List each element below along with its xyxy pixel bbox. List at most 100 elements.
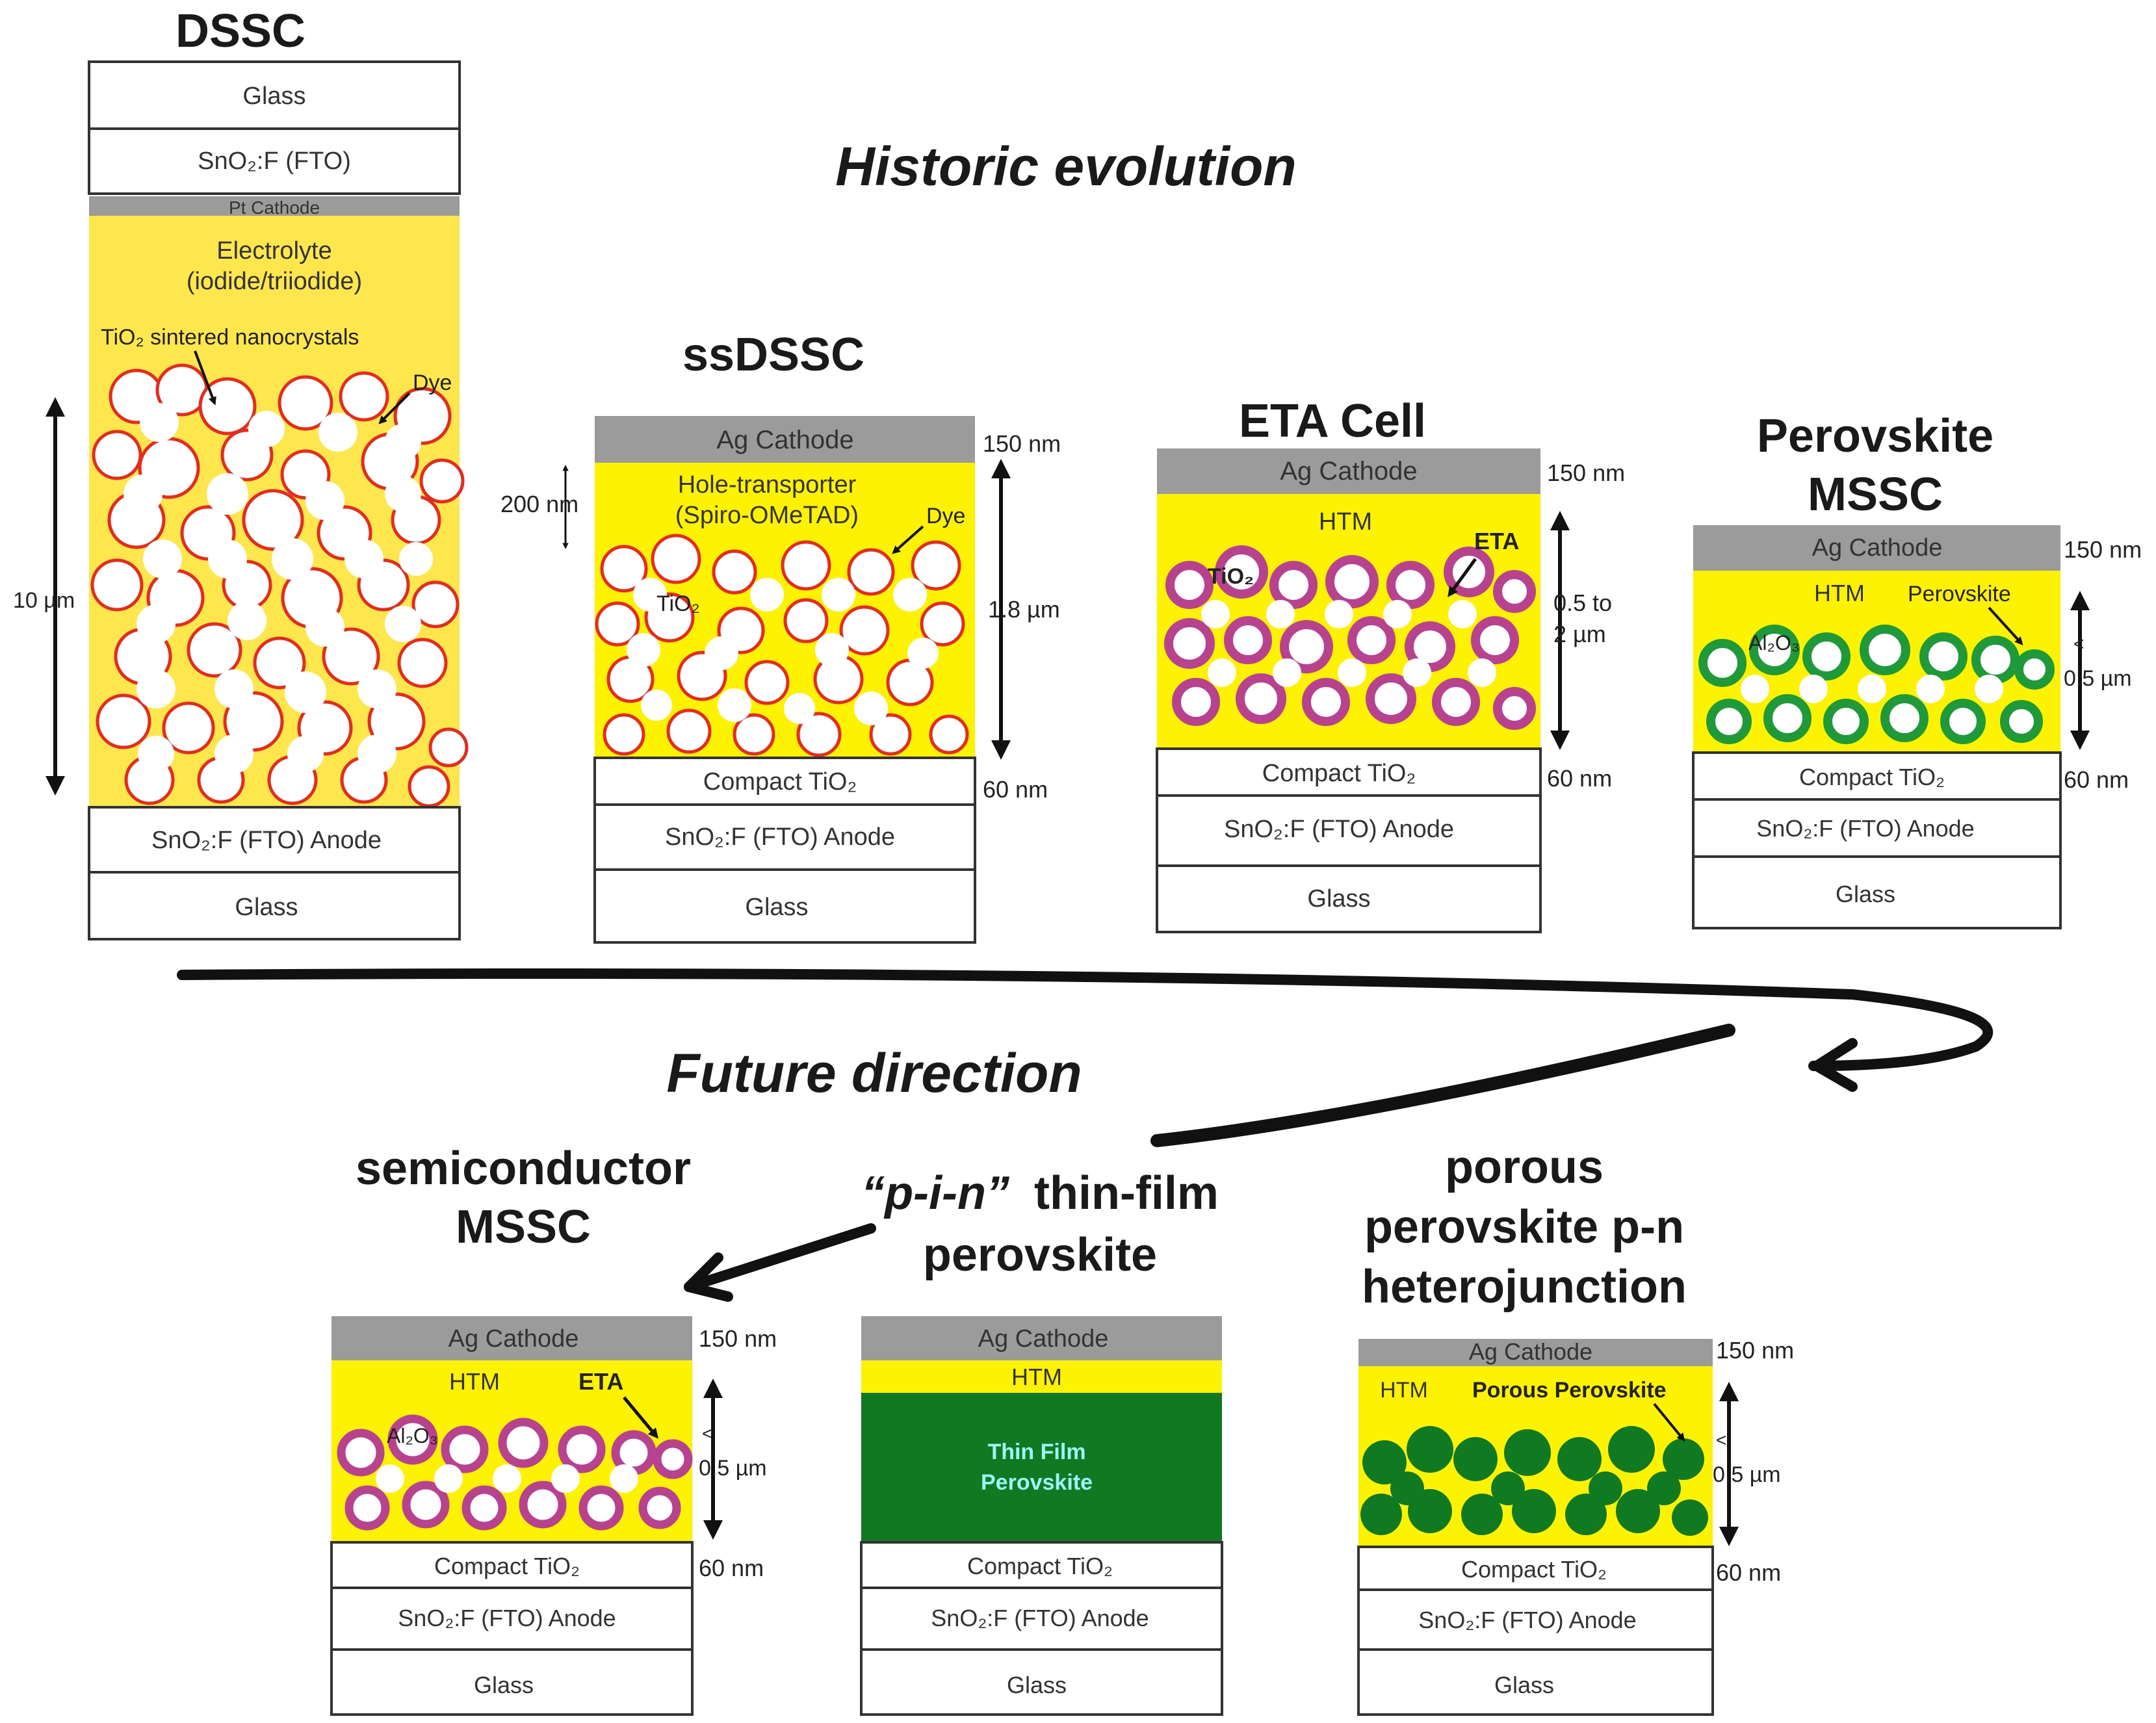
dimension-label-0-5um: 0.5 µm (2064, 666, 2132, 691)
annotation-dye-dssc: Dye (413, 370, 452, 395)
layer-htm (861, 1360, 1222, 1393)
dimension-label-150nm: 150 nm (699, 1325, 777, 1352)
al2o3-eta-necks (376, 1464, 638, 1493)
tio2-necks-ssdssc (627, 578, 939, 725)
annotation-arrow-porous (1653, 1403, 1685, 1442)
layer-label-fto-anode: SnO₂:F (FTO) Anode (1224, 816, 1454, 843)
cell-title-porous-2: perovskite p-n (1364, 1201, 1684, 1253)
layer-fto-anode (1156, 794, 1542, 867)
layer-label-electrolyte-sub: (iodide/triiodide) (187, 268, 362, 295)
tio2-nanocrystals-ssdssc (595, 534, 969, 757)
layer-label-htm: HTM (1380, 1378, 1428, 1403)
layer-ag-cathode (1358, 1339, 1713, 1366)
layer-label-fto-anode: SnO₂:F (FTO) Anode (1418, 1607, 1636, 1633)
annotation-arrow-dye-ssdssc (892, 525, 924, 554)
layer-label-compact-tio2: Compact TiO₂ (703, 768, 857, 796)
cell-title-pin-prefix: “p-i-n” (861, 1167, 1009, 1219)
cell-pin-thin-film: “p-i-n” thin-film perovskite Ag Cathode … (860, 1167, 1223, 1716)
layer-label-ag-cathode: Ag Cathode (716, 426, 853, 454)
heading-future-direction: Future direction (666, 1043, 1082, 1104)
cell-title-eta: ETA Cell (1239, 395, 1426, 447)
layer-label-fto-anode: SnO₂:F (FTO) Anode (151, 827, 382, 854)
cell-ssdssc: ssDSSC Ag Cathode Hole-transporter (Spir… (500, 329, 1061, 944)
annotation-dye-ssdssc: Dye (926, 504, 965, 528)
dimension-label-150nm: 150 nm (983, 430, 1061, 457)
tio2-eta-coated (1164, 545, 1536, 730)
dimension-label-60nm: 60 nm (1716, 1559, 1781, 1586)
layer-ag-cathode (331, 1316, 692, 1360)
layer-label-pt-cathode: Pt Cathode (229, 198, 320, 218)
annotation-al2o3: Al₂O₃ (387, 1424, 438, 1447)
layer-fto-anode (1357, 1588, 1714, 1651)
layer-label-glass-bottom: Glass (235, 894, 298, 921)
cell-title-ssdssc: ssDSSC (682, 329, 864, 381)
layer-label-glass: Glass (474, 1672, 534, 1698)
layer-label-perovskite: Perovskite (981, 1470, 1093, 1495)
cell-title-pin-2: perovskite (923, 1229, 1157, 1281)
dimension-label-lt: < (1716, 1430, 1726, 1450)
layer-compact-tio2 (330, 1541, 694, 1589)
layer-compact-tio2 (1357, 1546, 1714, 1591)
dimension-label-lt: < (2073, 634, 2084, 654)
annotation-al2o3: Al₂O₃ (1748, 631, 1800, 654)
evolution-flow-arrow (177, 968, 1994, 1302)
cell-title-perovskite-mssc-1: Perovskite (1757, 410, 1994, 462)
heading-historic-evolution: Historic evolution (835, 136, 1296, 197)
dimension-label-0-5-to: 0.5 to (1553, 589, 1612, 616)
layer-label-ag-cathode: Ag Cathode (1469, 1338, 1592, 1365)
layer-ag-cathode (1693, 525, 2060, 571)
annotation-arrow-dye-dssc (378, 392, 411, 424)
layer-label-glass: Glass (1007, 1672, 1067, 1698)
layer-ag-cathode (595, 416, 975, 463)
dimension-label-60nm: 60 nm (699, 1555, 764, 1581)
cell-title-porous-1: porous (1445, 1141, 1604, 1193)
layer-fto-anode (330, 1587, 694, 1651)
layer-label-glass: Glass (1836, 881, 1895, 907)
layer-label-fto-anode: SnO₂:F (FTO) Anode (665, 823, 895, 851)
layer-label-glass: Glass (1307, 885, 1370, 913)
annotation-porous-perovskite: Porous Perovskite (1472, 1378, 1667, 1403)
layer-glass (1357, 1648, 1714, 1716)
cell-title-dssc: DSSC (175, 5, 305, 57)
layer-label-compact-tio2: Compact TiO₂ (967, 1553, 1113, 1579)
annotation-tio2-ssdssc: TiO₂ (656, 591, 700, 616)
cell-title-semiconductor-2: MSSC (456, 1201, 591, 1253)
layer-label-glass-top: Glass (242, 83, 305, 110)
layer-glass-bottom (88, 871, 461, 940)
dimension-label-lt: < (702, 1423, 712, 1444)
layer-fto-anode (593, 803, 976, 871)
cell-eta: ETA Cell Ag Cathode HTM TiO₂ ETA Compact… (1156, 395, 1625, 933)
layer-label-ag-cathode: Ag Cathode (1812, 534, 1943, 562)
layer-label-glass: Glass (1494, 1672, 1554, 1698)
layer-fto-top (88, 127, 461, 195)
layer-label-htm: HTM (449, 1368, 500, 1395)
layer-compact-tio2 (860, 1541, 1223, 1589)
layer-label-hole-transporter: Hole-transporter (678, 471, 857, 499)
al2o3-perovskite-coated (1698, 625, 2055, 744)
layer-label-thin-film: Thin Film (987, 1440, 1085, 1464)
layer-glass (593, 868, 976, 944)
annotation-arrow-eta (1448, 558, 1477, 597)
dimension-label-0-5um: 0.5 µm (1713, 1462, 1781, 1487)
cell-semiconductor-mssc: semiconductor MSSC Ag Cathode HTM Al₂O₃ … (330, 1143, 777, 1716)
cell-title-perovskite-mssc-2: MSSC (1808, 469, 1943, 521)
layer-compact-tio2 (1156, 747, 1542, 797)
dimension-label-60nm: 60 nm (1547, 765, 1612, 792)
layer-label-electrolyte: Electrolyte (216, 237, 331, 265)
porous-perovskite-grains (1360, 1426, 1708, 1536)
layer-label-htm: HTM (1814, 580, 1865, 606)
dimension-label-200nm: 200 nm (500, 491, 578, 517)
layer-label-htm: HTM (1319, 508, 1372, 536)
annotation-tio2-sintered: TiO₂ sintered nanocrystals (101, 325, 359, 350)
layer-label-compact-tio2: Compact TiO₂ (434, 1553, 580, 1579)
layer-thin-film-perovskite (861, 1393, 1222, 1542)
annotation-perovskite: Perovskite (1908, 582, 2011, 606)
layer-ag-cathode (861, 1316, 1222, 1360)
layer-label-fto-anode: SnO₂:F (FTO) Anode (931, 1605, 1149, 1631)
layer-label-ag-cathode: Ag Cathode (448, 1325, 579, 1353)
cell-porous-perovskite: porous perovskite p-n heterojunction Ag … (1357, 1141, 1794, 1716)
annotation-arrow-tio2 (194, 350, 216, 406)
cell-dssc: DSSC Glass SnO₂:F (FTO) Pt Cathode Elect… (13, 5, 469, 940)
layer-label-fto-anode: SnO₂:F (FTO) Anode (1756, 815, 1974, 842)
layer-compact-tio2 (593, 757, 976, 806)
